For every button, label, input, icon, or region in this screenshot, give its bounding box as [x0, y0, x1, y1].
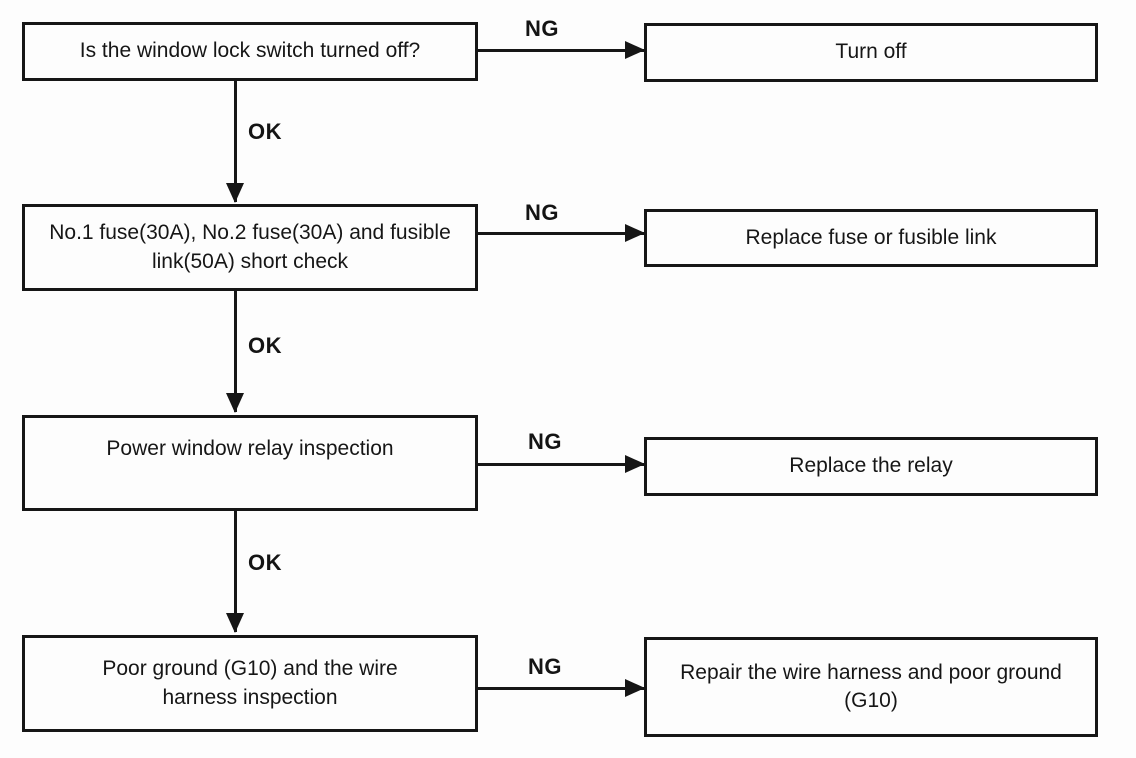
check-box-label: Is the window lock switch turned off?	[79, 39, 421, 63]
ok-arrow-icon	[226, 511, 244, 633]
ok-arrow-icon	[226, 81, 244, 203]
ok-label: OK	[248, 119, 282, 144]
action-box-replace-relay: Replace the relay	[644, 437, 1098, 496]
arrowhead-icon	[226, 613, 244, 633]
ok-label: OK	[248, 550, 282, 575]
ok-label: OK	[248, 333, 282, 358]
arrowhead-icon	[625, 224, 645, 242]
arrowhead-icon	[625, 41, 645, 59]
ok-arrow-icon	[226, 291, 244, 413]
check-box-relay-inspection: Power window relay inspection	[22, 415, 478, 511]
check-box-label: No.1 fuse(30A), No.2 fuse(30A) and fusib…	[49, 221, 451, 273]
check-box-label: Power window relay inspection	[106, 437, 394, 460]
arrowhead-icon	[226, 393, 244, 413]
check-box-ground-harness-inspection: Poor ground (G10) and the wire harness i…	[22, 635, 478, 732]
check-box-fuse-short-check: No.1 fuse(30A), No.2 fuse(30A) and fusib…	[22, 204, 478, 291]
action-box-turn-off: Turn off	[644, 23, 1098, 82]
action-box-label: Turn off	[835, 40, 907, 64]
ng-label: NG	[525, 200, 559, 225]
action-box-label: Replace the relay	[789, 454, 953, 478]
action-box-label: Replace fuse or fusible link	[745, 225, 997, 249]
ng-label: NG	[528, 429, 562, 454]
action-box-repair-harness: Repair the wire harness and poor ground …	[644, 637, 1098, 737]
ng-arrow-icon	[477, 224, 645, 242]
ng-arrow-icon	[477, 455, 645, 473]
ng-arrow-icon	[477, 679, 645, 697]
check-box-window-lock-switch: Is the window lock switch turned off?	[22, 22, 478, 81]
ng-label: NG	[528, 654, 562, 679]
ng-arrow-icon	[477, 41, 645, 59]
action-box-replace-fuse: Replace fuse or fusible link	[644, 209, 1098, 267]
action-box-label: Repair the wire harness and poor ground …	[680, 660, 1062, 712]
arrowhead-icon	[625, 455, 645, 473]
ng-label: NG	[525, 16, 559, 41]
arrowhead-icon	[226, 183, 244, 203]
check-box-label: Poor ground (G10) and the wire harness i…	[102, 657, 398, 709]
arrowhead-icon	[625, 679, 645, 697]
